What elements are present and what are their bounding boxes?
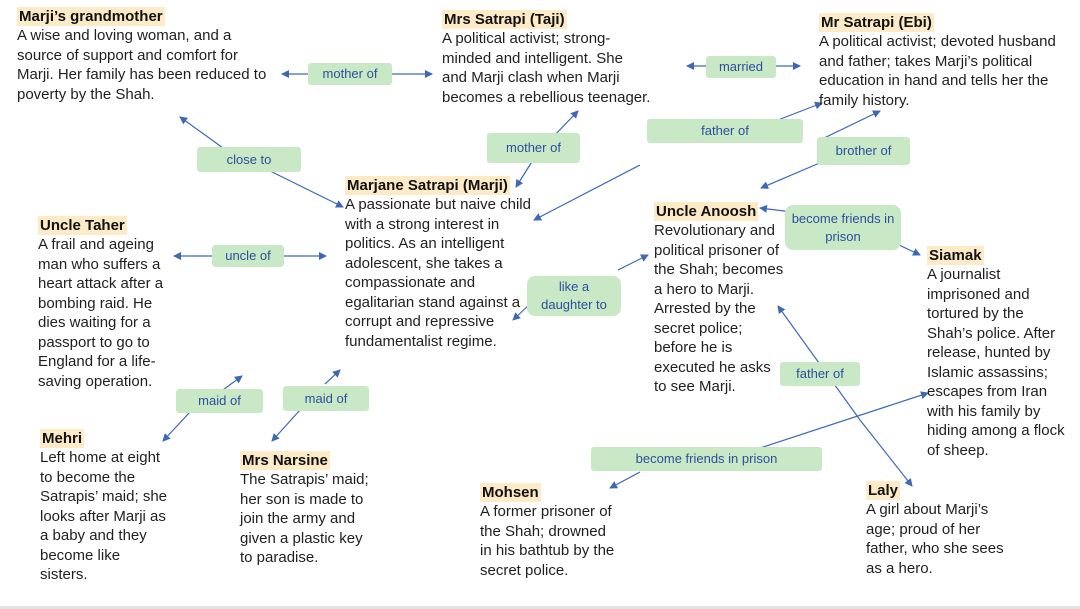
node-mehri-desc: Left home at eight to become the Satrapi… <box>40 449 168 583</box>
arrow-brother-to-anoosh <box>760 161 823 189</box>
rel-uncle-of: uncle of <box>212 245 284 267</box>
arrow-brother-to-ebi <box>819 110 881 141</box>
node-taher-desc: A frail and ageing man who suffers a hea… <box>38 236 164 390</box>
arrow-daughter-to-anoosh <box>617 254 649 271</box>
node-mohsen-name: Mohsen <box>480 483 541 502</box>
rel-maid-of-mehri: maid of <box>176 389 263 413</box>
rel-mother-of-grandmother: mother of <box>308 63 392 85</box>
arrow-maid2-to-narsine <box>271 409 301 442</box>
rel-like-a-daughter: like a daughter to <box>527 276 621 316</box>
rel-mother-of-taji: mother of <box>487 133 580 163</box>
node-laly-name: Laly <box>866 481 901 500</box>
node-laly: Laly A girl about Marji’s age; proud of … <box>866 481 1006 578</box>
arrow-friends2-to-siamak <box>759 391 929 449</box>
rel-father-of-ebi: father of <box>647 119 803 143</box>
node-ebi-desc: A political activist; devoted husband an… <box>819 33 1056 109</box>
arrow-father-to-marji <box>533 164 641 221</box>
node-grandmother-name: Marji’s grandmother <box>17 7 165 26</box>
rel-married: married <box>706 56 776 78</box>
arrow-maid2-to-marji <box>324 369 341 385</box>
node-marji-name: Marjane Satrapi (Marji) <box>345 176 510 195</box>
node-marji: Marjane Satrapi (Marji) A passionate but… <box>345 176 545 351</box>
node-taji: Mrs Satrapi (Taji) A political activist;… <box>442 10 652 107</box>
node-ebi: Mr Satrapi (Ebi) A political activist; d… <box>819 13 1064 110</box>
node-mehri-name: Mehri <box>40 429 85 448</box>
rel-friends-anoosh-siamak: become friends in prison <box>785 205 901 250</box>
node-anoosh: Uncle Anoosh Revolutionary and political… <box>654 202 784 397</box>
node-mohsen: Mohsen A former prisoner of the Shah; dr… <box>480 483 615 580</box>
node-narsine-desc: The Satrapis’ maid; her son is made to j… <box>240 471 369 566</box>
node-grandmother-desc: A wise and loving woman, and a source of… <box>17 27 267 103</box>
bottom-divider <box>0 606 1080 609</box>
node-ebi-name: Mr Satrapi (Ebi) <box>819 13 934 32</box>
node-mohsen-desc: A former prisoner of the Shah; drowned i… <box>480 503 615 579</box>
arrow-father-to-laly <box>859 419 913 487</box>
node-taher-name: Uncle Taher <box>38 216 127 235</box>
node-anoosh-desc: Revolutionary and political prisoner of … <box>654 222 784 395</box>
node-taji-desc: A political activist; strong-minded and … <box>442 30 651 106</box>
node-siamak: Siamak A journalist imprisoned and tortu… <box>927 246 1072 460</box>
rel-close-to: close to <box>197 147 301 172</box>
rel-maid-of-narsine: maid of <box>283 386 369 411</box>
node-siamak-desc: A journalist imprisoned and tortured by … <box>927 266 1065 459</box>
node-laly-desc: A girl about Marji’s age; proud of her f… <box>866 501 1004 577</box>
arrow-close-to-marji <box>259 165 344 208</box>
node-mehri: Mehri Left home at eight to become the S… <box>40 429 170 585</box>
rel-friends-mohsen-siamak: become friends in prison <box>591 447 822 471</box>
node-grandmother: Marji’s grandmother A wise and loving wo… <box>17 7 272 104</box>
node-marji-desc: A passionate but naive child with a stro… <box>345 196 531 350</box>
rel-father-of-laly: father of <box>780 362 860 386</box>
node-taher: Uncle Taher A frail and ageing man who s… <box>38 216 183 391</box>
node-narsine: Mrs Narsine The Satrapis’ maid; her son … <box>240 451 370 568</box>
node-taji-name: Mrs Satrapi (Taji) <box>442 10 567 29</box>
node-anoosh-name: Uncle Anoosh <box>654 202 759 221</box>
node-narsine-name: Mrs Narsine <box>240 451 330 470</box>
rel-brother-of: brother of <box>817 137 910 165</box>
node-siamak-name: Siamak <box>927 246 984 265</box>
